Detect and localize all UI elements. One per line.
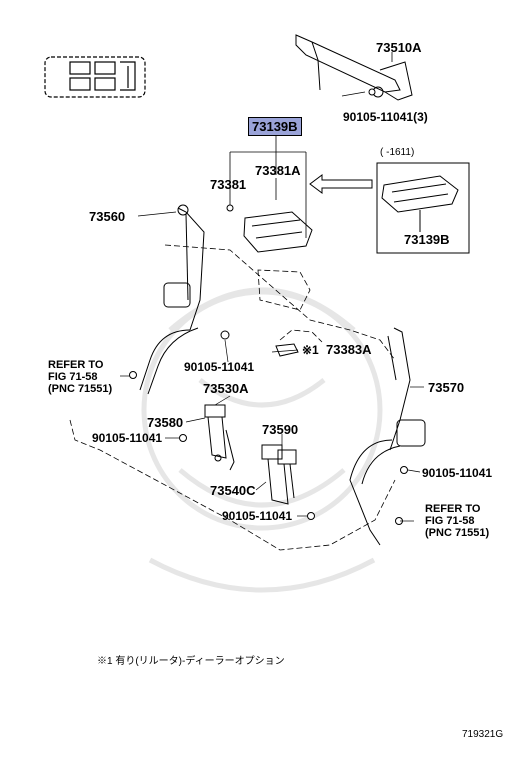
label-90105-11041-d[interactable]: 90105-11041 bbox=[422, 466, 493, 480]
label-73139B-highlight[interactable]: 73139B bbox=[248, 117, 302, 136]
label-73383A[interactable]: 73383A bbox=[326, 342, 372, 357]
callout-lines bbox=[229, 133, 307, 238]
watermark bbox=[141, 287, 383, 593]
refer-right-line1: REFER TO bbox=[425, 503, 481, 515]
right-retractor-73570[interactable] bbox=[349, 327, 426, 546]
refer-left-line3: (PNC 71551) bbox=[48, 383, 113, 395]
refer-left[interactable]: REFER TO FIG 71-58 (PNC 71551) bbox=[48, 359, 112, 395]
inset-box bbox=[376, 162, 470, 254]
seat-belt-bracket-73139B[interactable] bbox=[243, 211, 313, 253]
buckle-73530A[interactable] bbox=[204, 404, 235, 471]
label-73580[interactable]: 73580 bbox=[147, 415, 184, 430]
option-mark: ※1 bbox=[302, 343, 319, 357]
refer-left-line2: FIG 71-58 bbox=[48, 371, 98, 383]
label-90105-11041-b[interactable]: 90105-11041 bbox=[92, 431, 163, 445]
vehicle-seat-layout-icon bbox=[44, 56, 146, 98]
label-73381[interactable]: 73381 bbox=[210, 177, 247, 192]
label-73540C[interactable]: 73540C bbox=[210, 483, 256, 498]
label-73381A[interactable]: 73381A bbox=[255, 163, 301, 178]
label-73570[interactable]: 73570 bbox=[428, 380, 465, 395]
buckle-73540C[interactable] bbox=[261, 444, 297, 505]
label-73560[interactable]: 73560 bbox=[89, 209, 126, 224]
inset-label-73139B[interactable]: 73139B bbox=[404, 232, 450, 247]
label-73510A[interactable]: 73510A bbox=[376, 40, 422, 55]
leader-lines bbox=[120, 91, 424, 522]
footnote: ※1 有り(リルータ)-ディーラーオプション bbox=[97, 656, 285, 667]
bolt-icon bbox=[129, 88, 408, 525]
refer-right-line2: FIG 71-58 bbox=[425, 515, 475, 527]
label-73530A[interactable]: 73530A bbox=[203, 381, 249, 396]
diagram-code: 719321G bbox=[462, 729, 504, 740]
label-73590[interactable]: 73590 bbox=[262, 422, 299, 437]
label-90105-11041-3[interactable]: 90105-11041(3) bbox=[343, 110, 428, 124]
left-retractor-73560[interactable] bbox=[139, 204, 205, 395]
option-part-73383A[interactable] bbox=[275, 343, 299, 357]
refer-right[interactable]: REFER TO FIG 71-58 (PNC 71551) bbox=[425, 503, 489, 539]
inset-part-drawing[interactable] bbox=[381, 175, 459, 232]
inset-date-range: ( -1611) bbox=[380, 147, 415, 158]
refer-right-line3: (PNC 71551) bbox=[425, 527, 490, 539]
refer-left-line1: REFER TO bbox=[48, 359, 104, 371]
inset-arrow-icon bbox=[309, 174, 373, 194]
label-90105-11041-a[interactable]: 90105-11041 bbox=[184, 360, 255, 374]
label-90105-11041-c[interactable]: 90105-11041 bbox=[222, 509, 293, 523]
